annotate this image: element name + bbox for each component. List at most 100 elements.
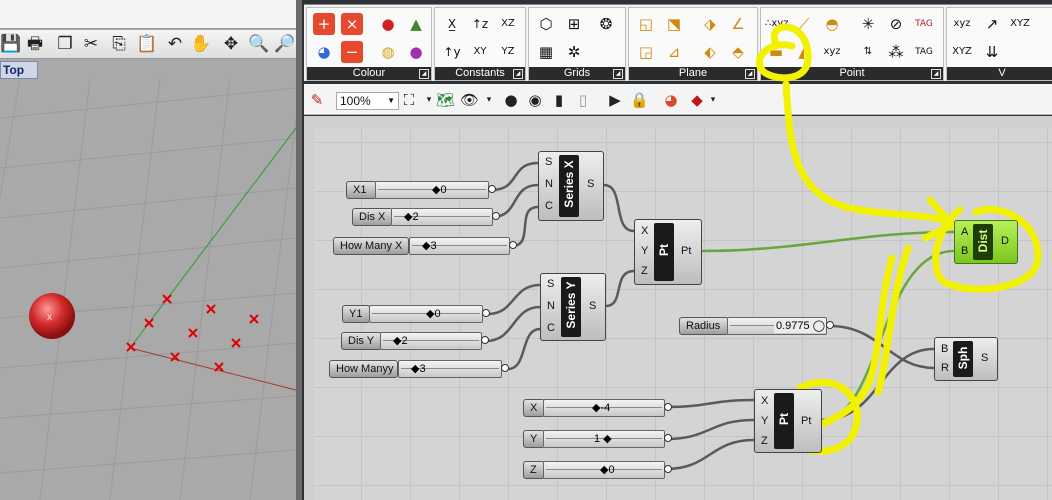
input-pin-a[interactable]: A xyxy=(961,226,969,238)
component-series-x[interactable]: S N C Series X S xyxy=(538,151,604,221)
slider-track[interactable]: 0.9775 ◯ xyxy=(727,317,827,335)
input-pin-x[interactable]: X xyxy=(641,225,649,237)
gem-icon[interactable]: ◆ xyxy=(691,91,703,109)
component-pt-1[interactable]: X Y Z Pt Pt xyxy=(634,219,702,285)
component-series-y[interactable]: S N C Series Y S xyxy=(540,273,606,341)
output-pin-s[interactable]: S xyxy=(589,300,597,312)
save-icon[interactable]: 💾 xyxy=(0,34,22,54)
display-mode-icon[interactable]: ● xyxy=(504,91,518,109)
slider-track[interactable]: ◆3 xyxy=(398,360,502,378)
constant-xz-icon[interactable]: ↑z xyxy=(471,17,489,31)
point-xyz-icon[interactable]: ∴xyz xyxy=(765,18,789,29)
input-pin-s[interactable]: S xyxy=(545,156,553,168)
constant-yz-icon[interactable]: YZ xyxy=(501,46,515,57)
preview-selected-icon[interactable]: ▮ xyxy=(554,91,564,109)
undo-icon[interactable]: ↶ xyxy=(167,34,183,54)
plane-angle-icon[interactable]: ∠ xyxy=(731,15,745,33)
input-pin-c[interactable]: C xyxy=(547,322,555,334)
colour-add-icon[interactable]: + xyxy=(313,13,335,35)
slider-track[interactable]: ◆2 xyxy=(391,208,493,226)
copy-file-icon[interactable]: ❐ xyxy=(57,34,73,54)
input-pin-z[interactable]: Z xyxy=(641,265,648,277)
zoom-extents-icon[interactable]: 🔎 xyxy=(274,34,296,54)
input-pin-z[interactable]: Z xyxy=(761,435,768,447)
output-port[interactable] xyxy=(509,241,517,249)
colour-x-icon[interactable]: × xyxy=(341,13,363,35)
point-polar-icon[interactable]: ⟋ xyxy=(798,15,810,33)
slider-track[interactable]: ◆0 xyxy=(375,181,489,199)
point-tag-icon[interactable]: TAG xyxy=(915,19,933,29)
output-port[interactable] xyxy=(482,309,490,317)
rhino-viewport[interactable]: 💾 🖶 ❐ ✂ ⎘ 📋 ↶ ✋ ✥ 🔍 🔎 Top xyxy=(0,0,296,500)
gem-menu-icon[interactable]: ▾ xyxy=(710,95,716,105)
component-pt-2[interactable]: X Y Z Pt Pt xyxy=(754,389,822,453)
input-pin-c[interactable]: C xyxy=(545,200,553,212)
output-port[interactable] xyxy=(664,403,672,411)
vector-unit-icon[interactable]: XYZ xyxy=(952,46,972,57)
output-port[interactable] xyxy=(501,364,509,372)
preview-off-icon[interactable]: ▯ xyxy=(578,91,588,109)
output-pin-pt[interactable]: Pt xyxy=(681,245,692,257)
point-cylindrical-icon[interactable]: ◓ xyxy=(825,15,839,33)
input-pin-y[interactable]: Y xyxy=(761,415,769,427)
zoom-dropdown[interactable]: 100%▼ xyxy=(336,92,399,110)
zoom-icon[interactable]: 🔍 xyxy=(248,34,270,54)
output-port[interactable] xyxy=(664,465,672,473)
constant-y-icon[interactable]: ↑y xyxy=(443,45,461,59)
colour-wheel-icon[interactable]: ◍ xyxy=(381,43,395,61)
point-sort-icon[interactable]: ⇅ xyxy=(863,46,873,57)
input-pin-y[interactable]: Y xyxy=(641,245,649,257)
preview-eye-icon[interactable]: 👁 xyxy=(460,91,480,109)
slider-track[interactable]: ◆3 xyxy=(409,237,510,255)
cut-icon[interactable]: ✂ xyxy=(83,34,99,54)
output-pin-s[interactable]: S xyxy=(981,352,989,364)
input-pin-r[interactable]: R xyxy=(941,362,949,374)
point-cull-icon[interactable]: ⁂ xyxy=(888,43,904,61)
input-pin-b[interactable]: B xyxy=(941,343,949,355)
slider-track[interactable]: ◆0 xyxy=(543,461,665,479)
slider-track[interactable]: ◆0 xyxy=(369,305,483,323)
shaded-mode-icon[interactable]: ◉ xyxy=(528,91,542,109)
point-cloud-icon[interactable]: ✳ xyxy=(861,15,875,33)
plane-normal-icon[interactable]: ⊿ xyxy=(667,43,681,61)
colour-swatch-icon[interactable]: ◕ xyxy=(317,43,331,61)
grid-square-icon[interactable]: ⊞ xyxy=(567,15,581,33)
colour-triangle-icon[interactable]: ▲ xyxy=(410,15,422,33)
vector-xyz-icon[interactable]: xyz xyxy=(953,18,971,29)
point-oriented-icon[interactable]: ⊘ xyxy=(889,15,903,33)
output-port[interactable] xyxy=(826,321,834,329)
solve-play-icon[interactable]: ▶ xyxy=(609,91,621,109)
output-pin-pt[interactable]: Pt xyxy=(801,415,812,427)
output-port[interactable] xyxy=(481,336,489,344)
plane-rotate-icon[interactable]: ⬗ xyxy=(704,15,716,33)
lock-solver-icon[interactable]: 🔒 xyxy=(630,91,649,109)
colour-sphere-icon[interactable]: ● xyxy=(381,15,395,33)
bake-icon[interactable]: ◕ xyxy=(664,91,678,109)
component-sph[interactable]: B R Sph S xyxy=(934,337,998,381)
grid-rect-icon[interactable]: ▦ xyxy=(538,43,554,61)
grid-tri-icon[interactable]: ✲ xyxy=(567,43,581,61)
print-icon[interactable]: 🖶 xyxy=(26,34,44,54)
rotate-view-icon[interactable]: ✥ xyxy=(223,34,239,54)
vector-amplitude-icon[interactable]: ⇊ xyxy=(985,43,999,61)
output-port[interactable] xyxy=(492,212,500,220)
colour-minus-icon[interactable]: − xyxy=(341,41,363,63)
zoom-menu-icon[interactable]: ▾ xyxy=(426,95,432,105)
output-pin-s[interactable]: S xyxy=(587,178,595,190)
plane-align-icon[interactable]: ⬖ xyxy=(704,43,716,61)
output-pin-d[interactable]: D xyxy=(1001,235,1009,247)
window-splitter[interactable] xyxy=(296,0,302,500)
plane-flip-icon[interactable]: ⬘ xyxy=(732,43,744,61)
constant-xz-plane-icon[interactable]: XZ xyxy=(501,18,515,29)
sketch-icon[interactable]: ✎ xyxy=(310,91,324,109)
component-dist[interactable]: A B Dist D xyxy=(954,220,1018,264)
input-pin-s[interactable]: S xyxy=(547,278,555,290)
paste-icon[interactable]: 📋 xyxy=(136,34,158,54)
output-port[interactable] xyxy=(664,434,672,442)
grid-radial-icon[interactable]: ❂ xyxy=(599,15,613,33)
vector-deconstruct-icon[interactable]: XYZ xyxy=(1010,18,1030,29)
colour-blend-icon[interactable]: ● xyxy=(409,43,423,61)
point-tag-text-icon[interactable]: TAG xyxy=(915,47,933,57)
viewport-title-top[interactable]: Top xyxy=(0,61,38,79)
plane-xy-icon[interactable]: ⬔ xyxy=(666,15,682,33)
